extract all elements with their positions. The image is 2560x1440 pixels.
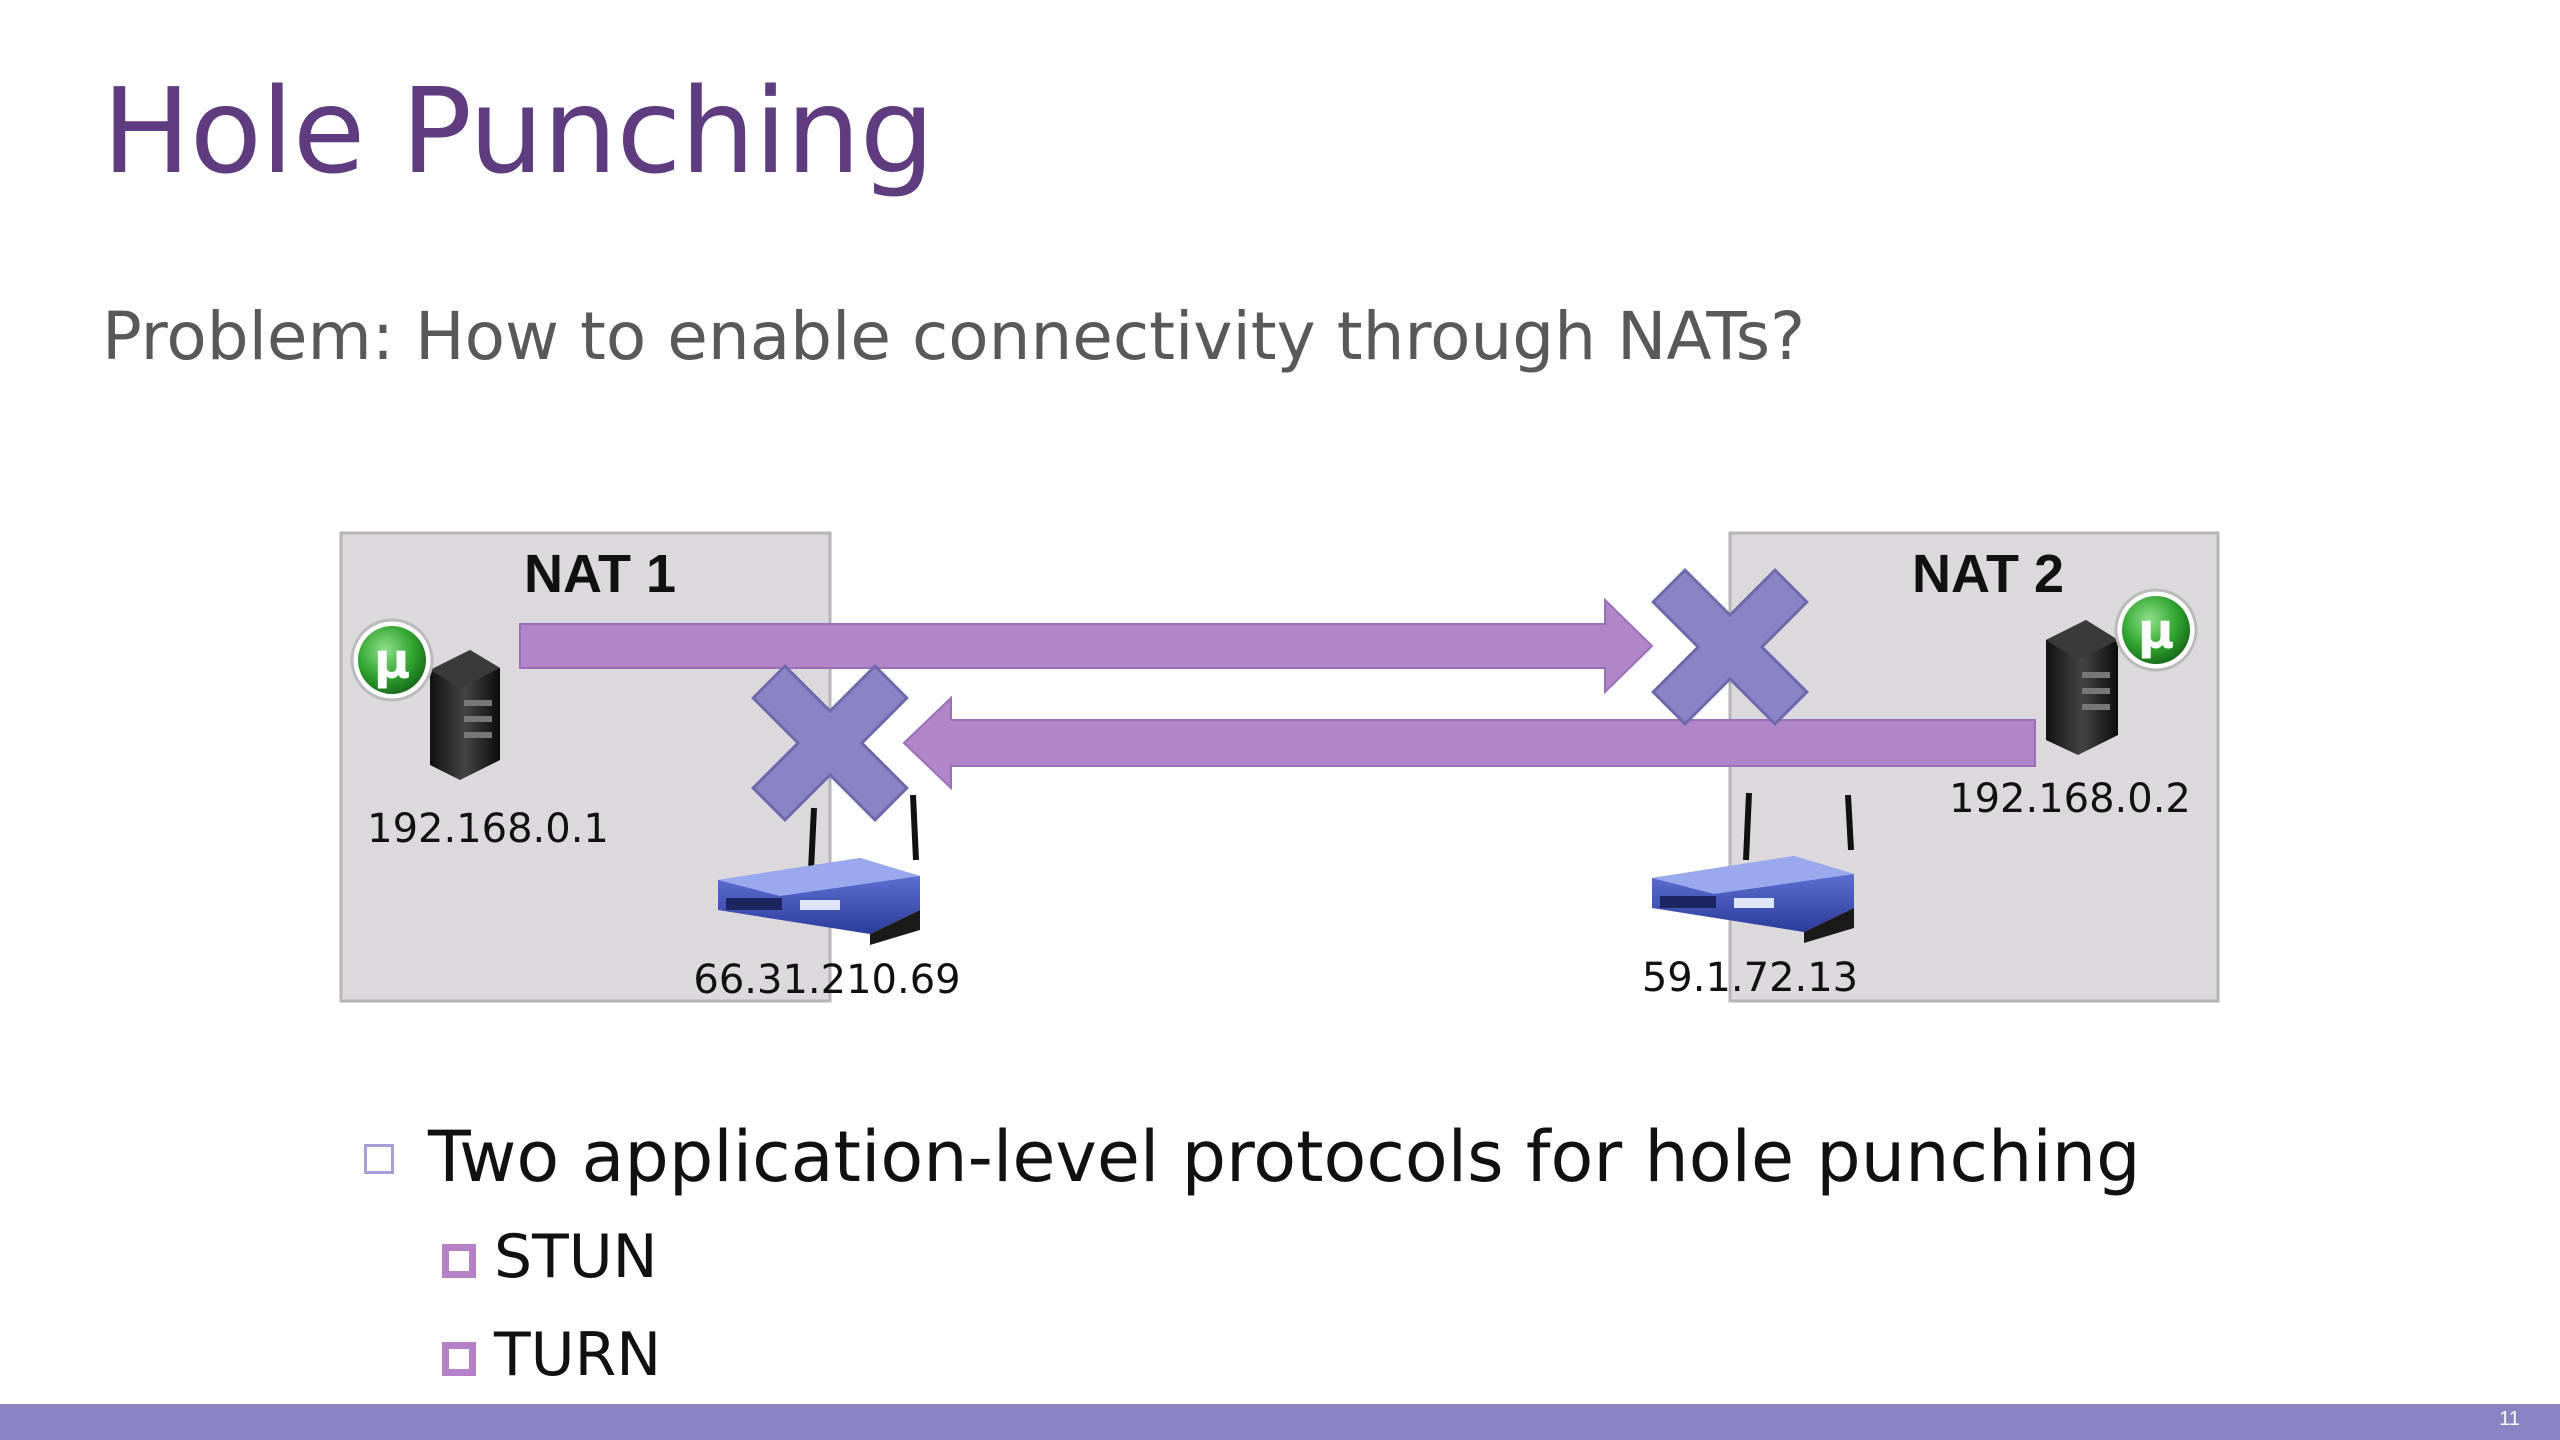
- nat1-box: [339, 531, 832, 1003]
- router1-ip: 66.31.210.69: [693, 957, 960, 1003]
- arrow-nat1-to-nat2: [519, 597, 1654, 695]
- svg-text:μ: μ: [374, 632, 411, 690]
- host1-ip: 192.168.0.1: [367, 806, 609, 852]
- bullet-turn: TURN: [494, 1320, 662, 1390]
- slide-number: 11: [2499, 1408, 2520, 1430]
- host1-server-icon: [430, 650, 500, 780]
- host2-ip: 192.168.0.2: [1949, 776, 2191, 822]
- bullet-marker-main: [364, 1144, 394, 1174]
- bullet-main: Two application-level protocols for hole…: [428, 1116, 2141, 1198]
- router2-ip: 59.1.72.13: [1642, 955, 1858, 1001]
- slide-title: Hole Punching: [102, 62, 935, 200]
- bullet-marker-stun: [442, 1244, 476, 1278]
- host2-app-badge-icon: μ: [2114, 588, 2198, 672]
- problem-statement: Problem: How to enable connectivity thro…: [102, 298, 1806, 375]
- arrow-nat2-to-nat1: [902, 695, 2036, 791]
- footer-bar: 11: [0, 1404, 2560, 1440]
- bullet-stun: STUN: [494, 1222, 658, 1292]
- nat2-label: NAT 2: [1912, 544, 2064, 604]
- blocked-cross-nat2: [1651, 568, 1809, 726]
- svg-text:μ: μ: [2138, 602, 2175, 660]
- nat1-label: NAT 1: [524, 544, 676, 604]
- host2-server-icon: [2046, 620, 2118, 755]
- blocked-cross-nat1: [751, 664, 909, 822]
- router1-icon: [718, 794, 920, 945]
- bullet-marker-turn: [442, 1342, 476, 1376]
- host1-app-badge-icon: μ: [350, 618, 434, 702]
- router2-icon: [1652, 792, 1854, 943]
